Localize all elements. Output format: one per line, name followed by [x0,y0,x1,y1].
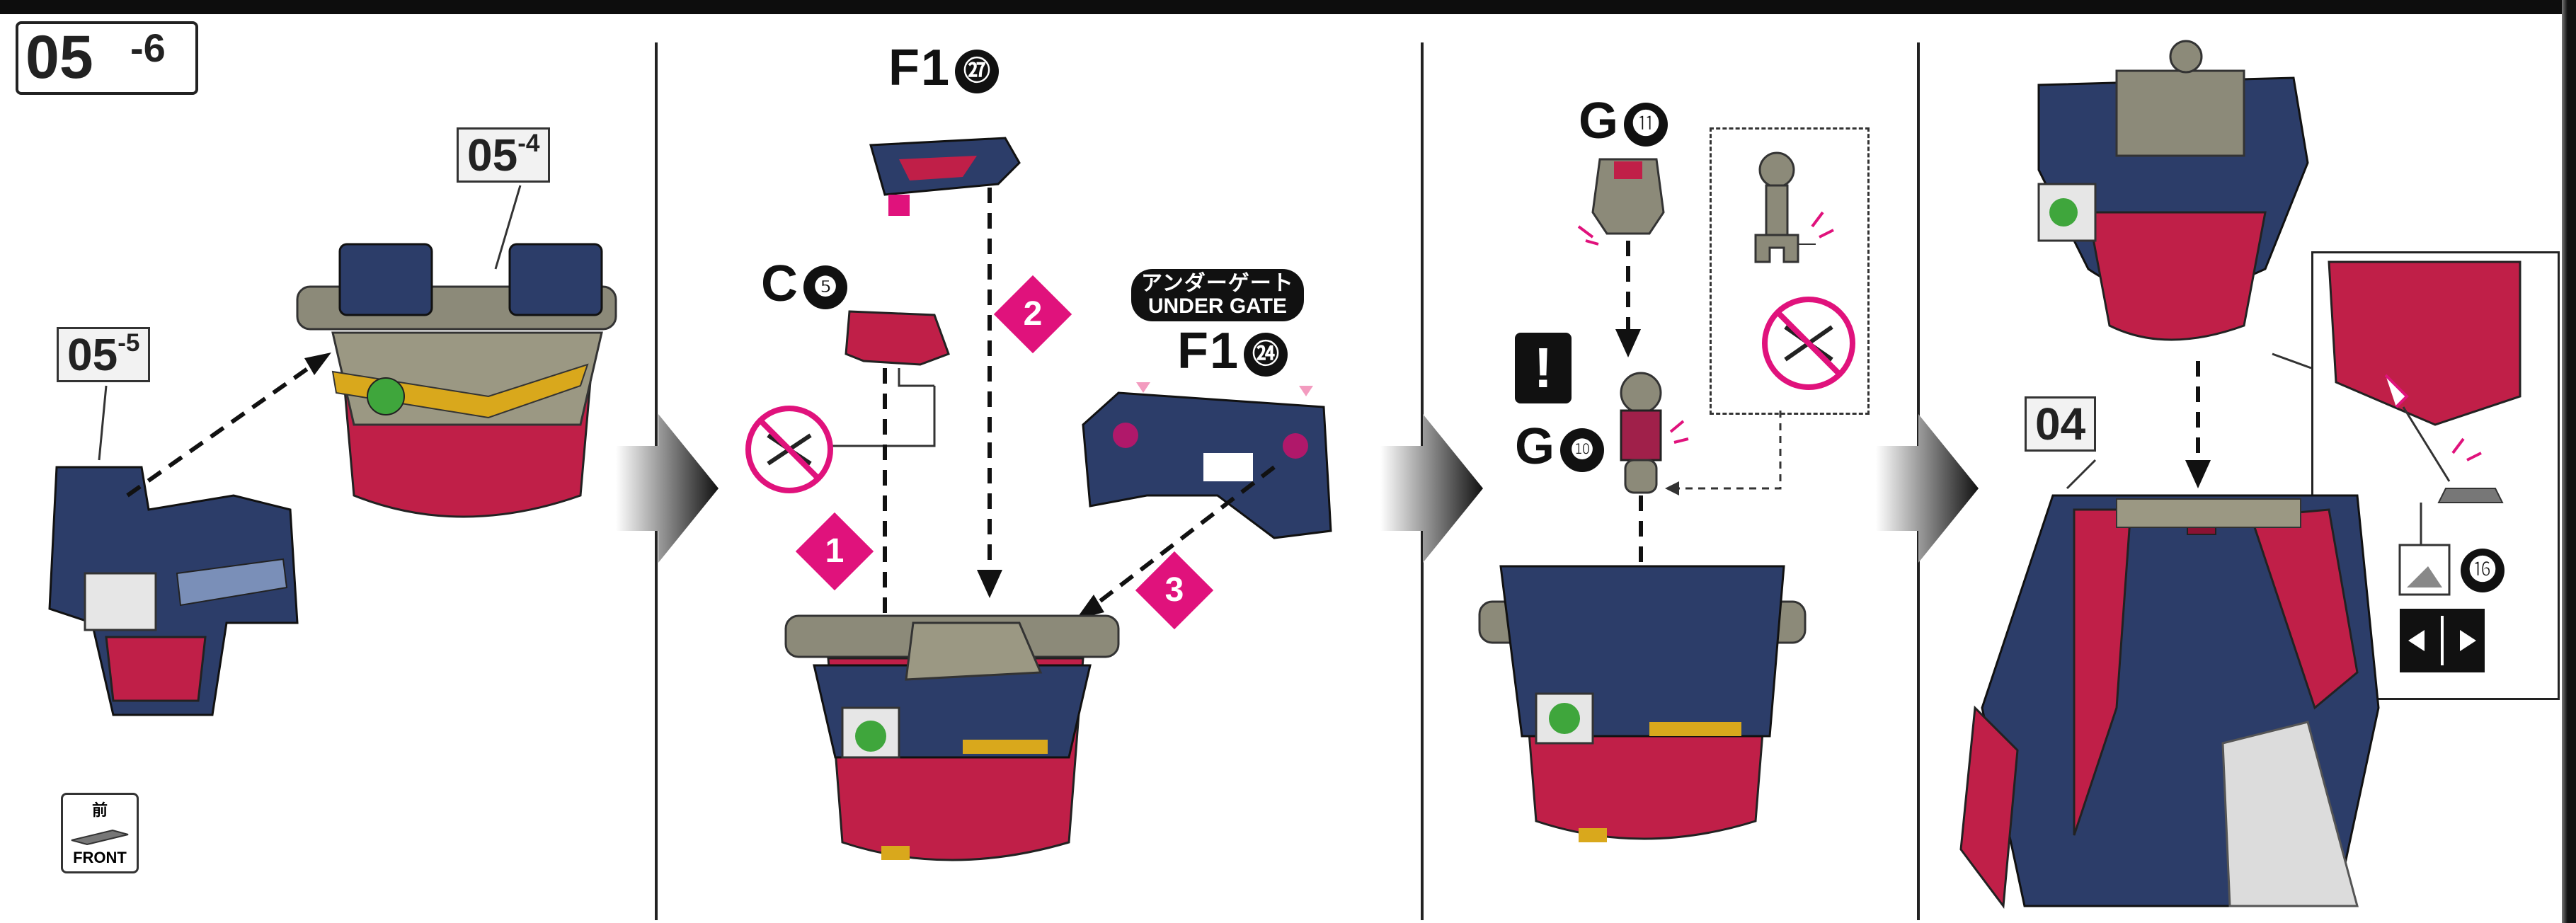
sticker-number: ⓰ [2461,549,2505,592]
part-f1-27 [869,137,1021,216]
lower-body-part [1959,494,2380,910]
part-g10 [1620,372,1689,494]
torso-assembled [784,614,1120,861]
press-fit-icon [2400,609,2485,672]
step-number-sub: -6 [130,25,166,70]
detail-box [1710,127,1870,415]
part-g11 [1577,158,1665,246]
ref-tag-05-4: 05-4 [457,127,551,183]
top-border [0,0,2576,14]
arrow-right-icon [1380,414,1483,563]
no-cut-icon [745,406,833,493]
torso-upper-part [296,243,617,518]
step-number-main: 05 [25,23,93,91]
front-direction-indicator: 前 FRONT [61,793,139,873]
caution-icon: ! [1515,333,1572,403]
right-border [2562,0,2576,923]
ref-tag-04: 04 [2025,396,2097,452]
arrow-right-icon [1876,414,1979,563]
torso-upper-assembled [2037,40,2309,341]
under-gate-badge: アンダーゲート UNDER GATE [1131,269,1304,321]
sticker-application-detail [2328,260,2521,596]
part-g10-detail [1754,151,1834,263]
ref-tag-05-5: 05-5 [57,327,151,382]
step-number-badge: 05 -6 [16,21,198,95]
torso-assembled [1478,565,1807,842]
part-c5 [845,310,950,366]
part-f1-24 [1082,382,1332,539]
arrow-right-icon [616,414,719,563]
cockpit-part [48,466,299,716]
no-cut-icon [1762,297,1855,390]
front-direction-icon [71,829,129,846]
